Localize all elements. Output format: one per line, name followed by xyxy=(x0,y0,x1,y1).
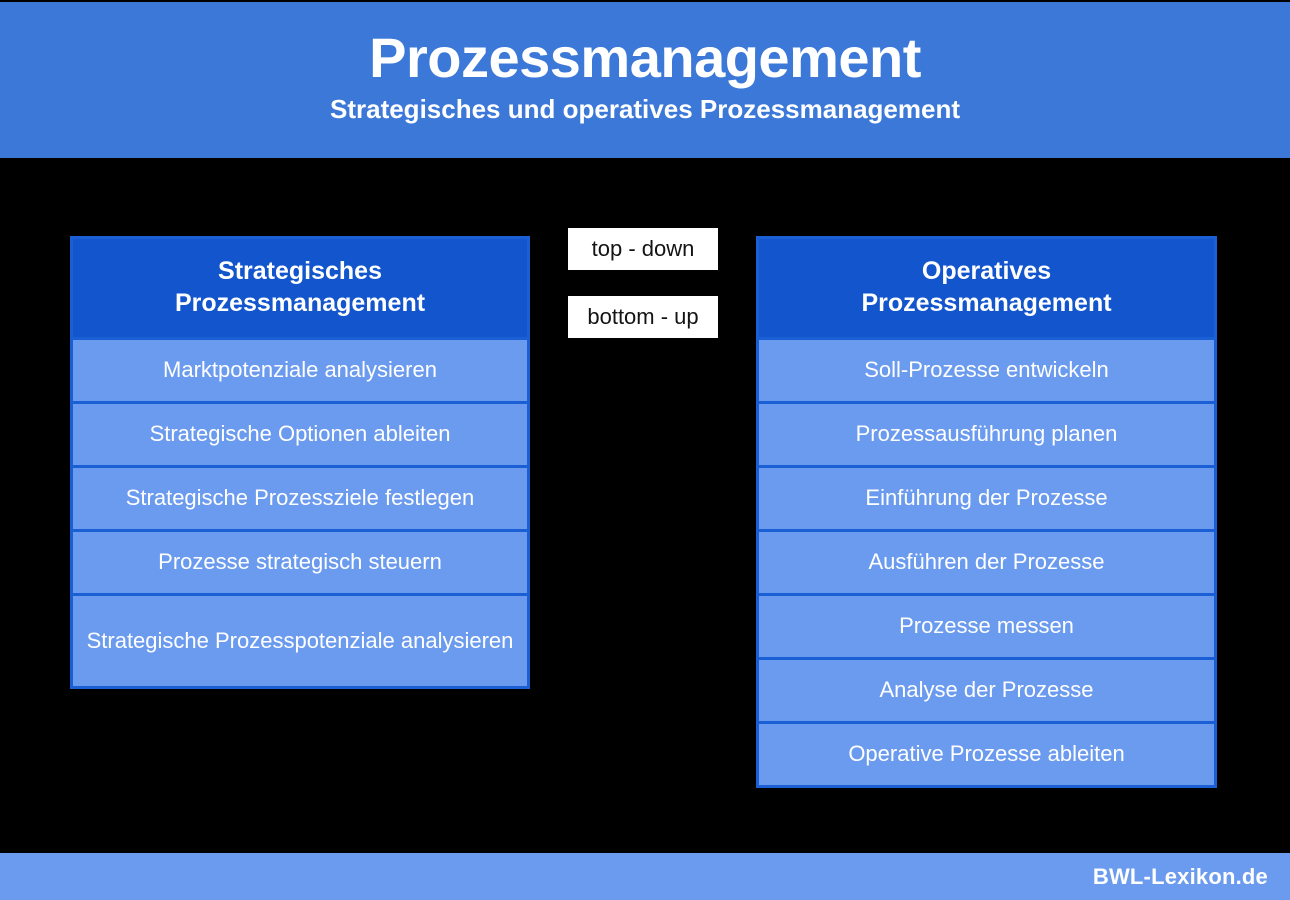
column-header-line-2: Prozessmanagement xyxy=(174,289,426,317)
column-header-line-1: Strategisches xyxy=(218,257,382,285)
list-item[interactable]: Ausführen der Prozesse xyxy=(759,529,1214,593)
list-item[interactable]: Soll-Prozesse entwickeln xyxy=(759,337,1214,401)
label-bottom-up: bottom - up xyxy=(568,296,718,338)
list-item[interactable]: Operative Prozesse ableiten xyxy=(759,721,1214,785)
list-item[interactable]: Strategische Prozessziele festlegen xyxy=(73,465,527,529)
list-item[interactable]: Marktpotenziale analysieren xyxy=(73,337,527,401)
list-item[interactable]: Strategische Optionen ableiten xyxy=(73,401,527,465)
page-subtitle: Strategisches und operatives Prozessmana… xyxy=(329,93,960,124)
header-banner: Prozessmanagement Strategisches und oper… xyxy=(0,2,1290,158)
column-header-strategisch: Strategisches Prozessmanagement xyxy=(73,239,527,337)
list-item[interactable]: Prozessausführung planen xyxy=(759,401,1214,465)
column-header-line-2: Prozessmanagement xyxy=(861,289,1112,317)
list-item[interactable]: Strategische Prozesspotenziale analysier… xyxy=(73,593,527,686)
list-item[interactable]: Prozesse strategisch steuern xyxy=(73,529,527,593)
column-header-line-1: Operatives xyxy=(921,257,1052,285)
label-top-down: top - down xyxy=(568,228,718,270)
footer-bar: BWL-Lexikon.de xyxy=(0,853,1290,900)
list-item[interactable]: Analyse der Prozesse xyxy=(759,657,1214,721)
list-item[interactable]: Prozesse messen xyxy=(759,593,1214,657)
column-strategisches-prozessmanagement: Strategisches Prozessmanagement Marktpot… xyxy=(70,236,530,689)
column-operatives-prozessmanagement: Operatives Prozessmanagement Soll-Prozes… xyxy=(756,236,1217,788)
list-item[interactable]: Einführung der Prozesse xyxy=(759,465,1214,529)
column-header-operativ: Operatives Prozessmanagement xyxy=(759,239,1214,337)
page-title: Prozessmanagement xyxy=(369,26,921,89)
footer-brand: BWL-Lexikon.de xyxy=(1092,863,1268,889)
